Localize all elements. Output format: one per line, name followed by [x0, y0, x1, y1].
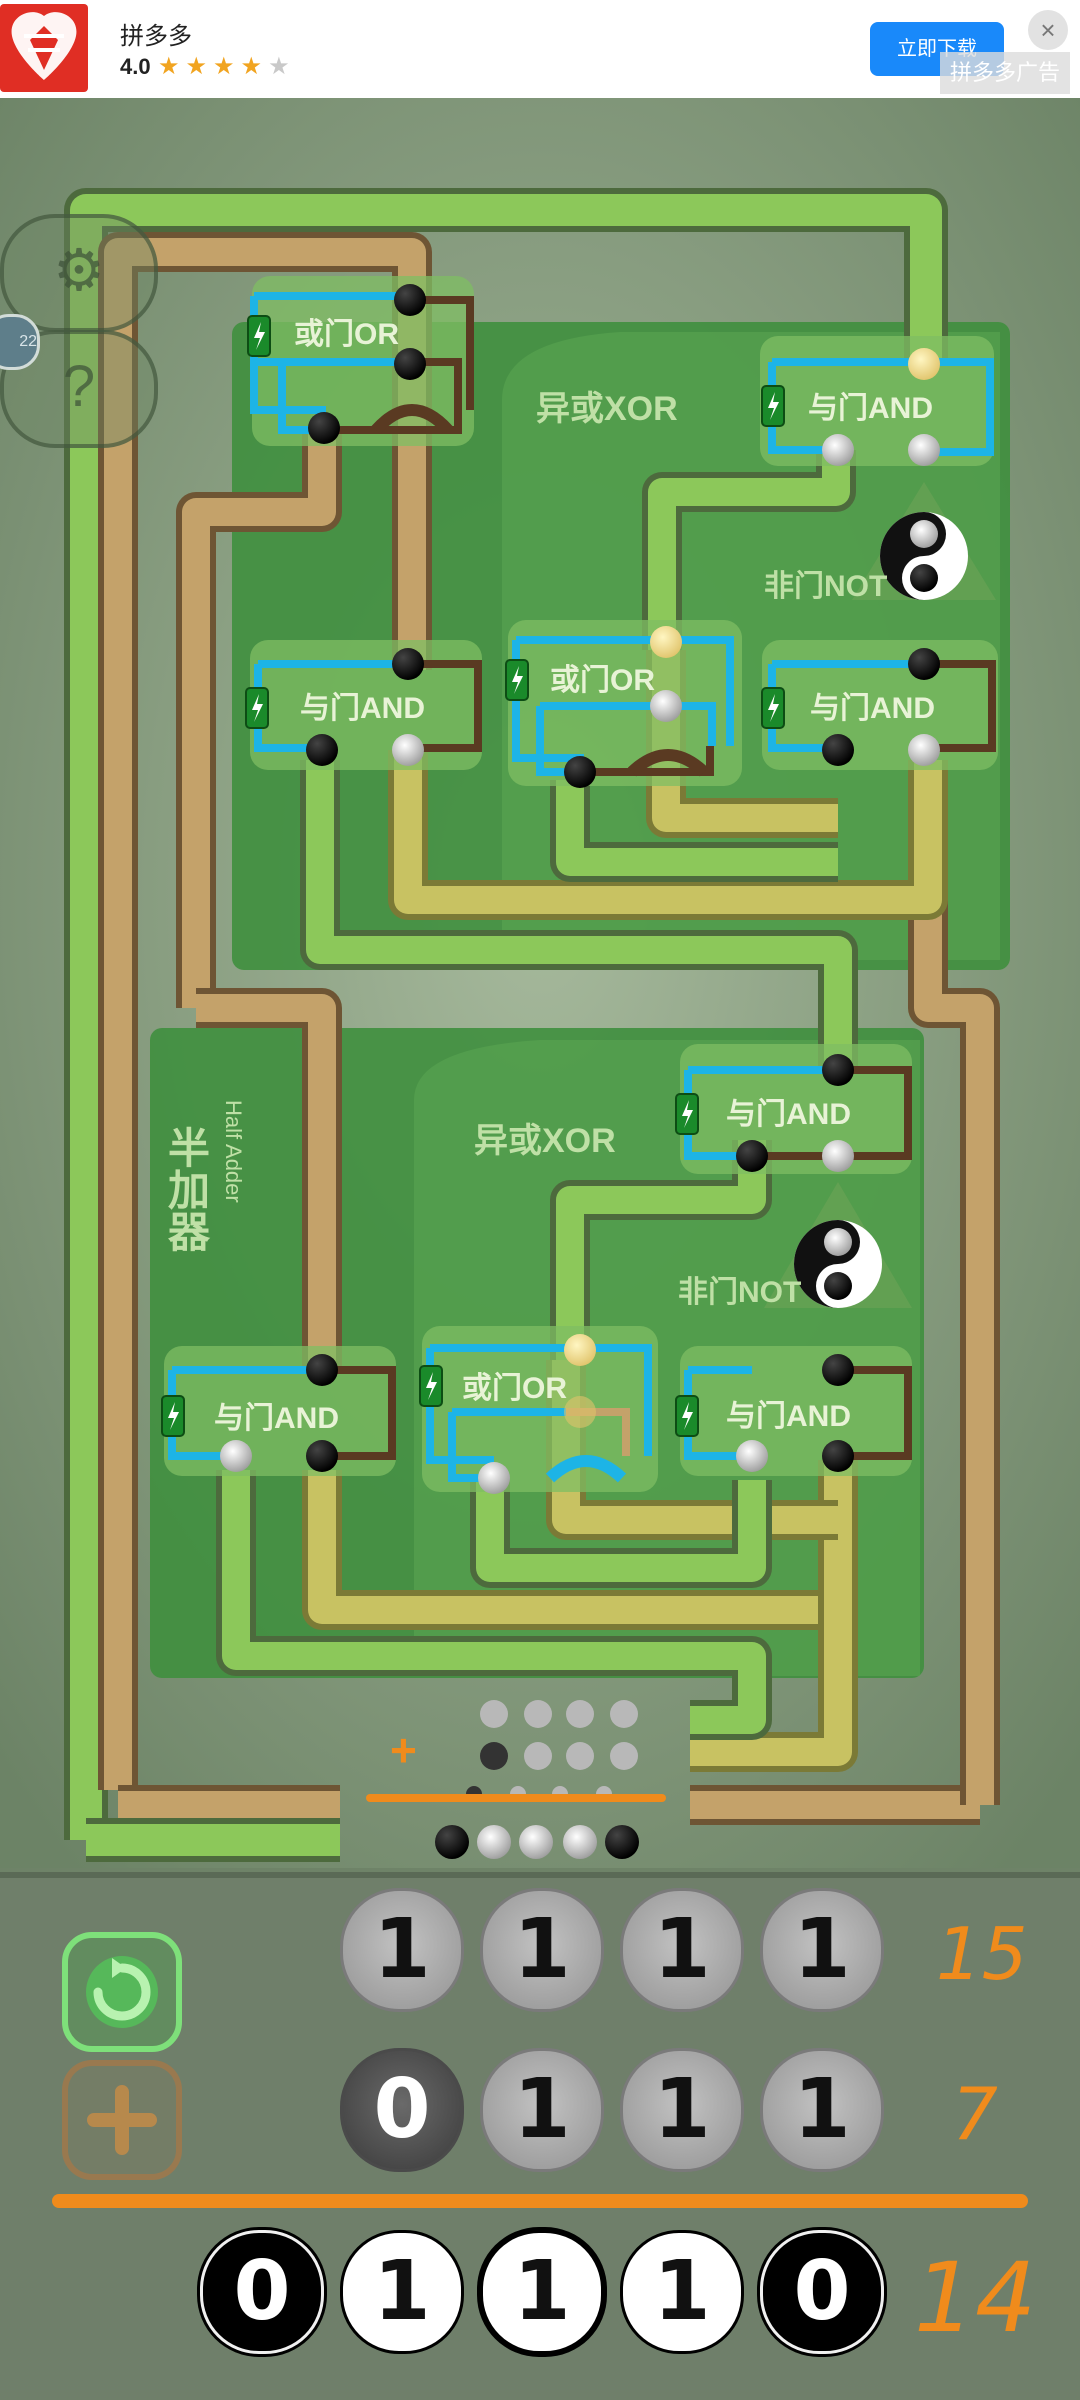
ad-banner[interactable]: 拼多多 4.0 ★★★★★ 立即下载 拼多多广告 × — [0, 0, 1080, 98]
value-b: 7 — [952, 2072, 998, 2156]
bit-a-2[interactable]: 1 — [480, 1888, 604, 2012]
add-icon — [87, 2085, 157, 2155]
star-icon: ★ — [185, 53, 214, 80]
bit-b-1[interactable]: 1 — [620, 2048, 744, 2172]
ad-app-name: 拼多多 — [120, 23, 192, 50]
gate-label-not: 非门NOT — [764, 570, 887, 603]
gate-label-and: 与门AND — [300, 692, 425, 725]
star-icon: ★ — [240, 53, 269, 80]
reset-icon — [86, 1956, 158, 2028]
circuit-diagram: 或门OR 与门AND 异或XOR 与门AND 非门NOT 或门OR 与门AND … — [0, 98, 1080, 1868]
app-logo-icon[interactable] — [0, 4, 88, 92]
sum-bit-0: 0 — [760, 2230, 884, 2354]
value-sum: 14 — [914, 2242, 1037, 2354]
value-a: 15 — [936, 1912, 1028, 1996]
gate-label-or: 或门OR — [550, 664, 655, 697]
bit-a-3[interactable]: 1 — [340, 1888, 464, 2012]
bit-a-0[interactable]: 1 — [760, 1888, 884, 2012]
sum-bit-4: 0 — [200, 2230, 324, 2354]
gate-label-and: 与门AND — [808, 392, 933, 425]
gate-label-and: 与门AND — [214, 1402, 339, 1435]
level-indicator[interactable]: 22 — [0, 314, 40, 370]
gate-label-not: 非门NOT — [678, 1276, 801, 1309]
star-icon: ★ — [213, 53, 241, 80]
rating-stars: ★★★★★ — [158, 52, 296, 81]
bit-b-0[interactable]: 1 — [760, 2048, 884, 2172]
ad-rating: 4.0 — [120, 54, 151, 79]
plus-icon: + — [390, 1724, 417, 1776]
gate-label-and: 与门AND — [726, 1400, 851, 1433]
half-adder-subtitle: Half Adder — [221, 1100, 246, 1203]
sum-bit-3: 1 — [340, 2230, 464, 2354]
star-icon: ★ — [158, 53, 186, 80]
ad-label: 拼多多广告 — [940, 52, 1070, 94]
add-button[interactable] — [62, 2060, 182, 2180]
half-adder-title: 半加器 — [163, 1126, 210, 1252]
circuit-board: 或门OR 与门AND 异或XOR 与门AND 非门NOT 或门OR 与门AND … — [0, 98, 1080, 1868]
gate-label-or: 或门OR — [462, 1372, 567, 1405]
sum-divider — [52, 2194, 1028, 2208]
gate-label-xor: 异或XOR — [474, 1122, 616, 1160]
reset-button[interactable] — [62, 1932, 182, 2052]
bit-a-1[interactable]: 1 — [620, 1888, 744, 2012]
star-empty-icon: ★ — [268, 53, 296, 80]
gate-label-xor: 异或XOR — [536, 390, 678, 428]
sum-bit-2: 1 — [480, 2230, 604, 2354]
close-icon[interactable]: × — [1028, 10, 1068, 50]
bit-b-3[interactable]: 0 — [340, 2048, 464, 2172]
gate-label-and: 与门AND — [810, 692, 935, 725]
gate-label-or: 或门OR — [294, 318, 399, 351]
bit-b-2[interactable]: 1 — [480, 2048, 604, 2172]
binary-panel: 1 1 1 1 15 0 1 1 1 7 0 1 1 1 0 14 — [0, 1872, 1080, 2400]
settings-gear-icon[interactable]: ⚙ — [0, 214, 158, 332]
sum-bit-1: 1 — [620, 2230, 744, 2354]
gate-label-and: 与门AND — [726, 1098, 851, 1131]
